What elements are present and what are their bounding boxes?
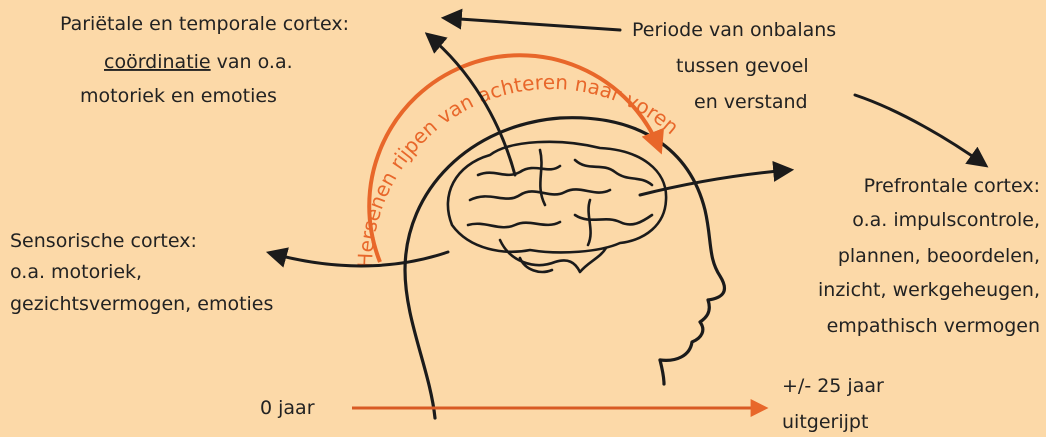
timeline-end-line1: +/- 25 jaar [782,375,884,397]
prefrontal-line5: empathisch vermogen [827,315,1040,337]
head-outline-icon [405,118,724,418]
neck-line [660,360,664,384]
sensory-line2: o.a. motoriek, [10,261,142,283]
arrow-imbalance-to-parietal [445,18,620,30]
prefrontal-line2: o.a. impulscontrole, [852,209,1040,231]
prefrontal-line3: plannen, beoordelen, [838,245,1040,267]
imbalance-line3: en verstand [694,91,808,113]
prefrontal-line4: inzicht, werkgeheugen, [818,279,1040,301]
parietal-line3: motoriek en emoties [80,85,277,107]
parietal-title: Pariëtale en temporale cortex: [60,13,349,35]
sensory-title: Sensorische cortex: [10,230,197,252]
maturation-arc-label: Hersenen rijpen van achteren naar voren [353,70,684,268]
parietal-underlined-term: coördinatie [104,51,211,73]
sensory-line3: gezichtsvermogen, emoties [10,293,273,315]
imbalance-line1: Periode van onbalans [632,19,836,41]
parietal-line2: coördinatie van o.a. [104,51,293,73]
timeline-start-label: 0 jaar [260,397,315,419]
prefrontal-title: Prefrontale cortex: [864,175,1040,197]
arrow-imbalance-to-prefrontal [855,95,985,165]
timeline-end-line2: uitgerijpt [782,411,868,433]
brain-icon [448,142,666,272]
imbalance-line2: tussen gevoel [676,55,809,77]
